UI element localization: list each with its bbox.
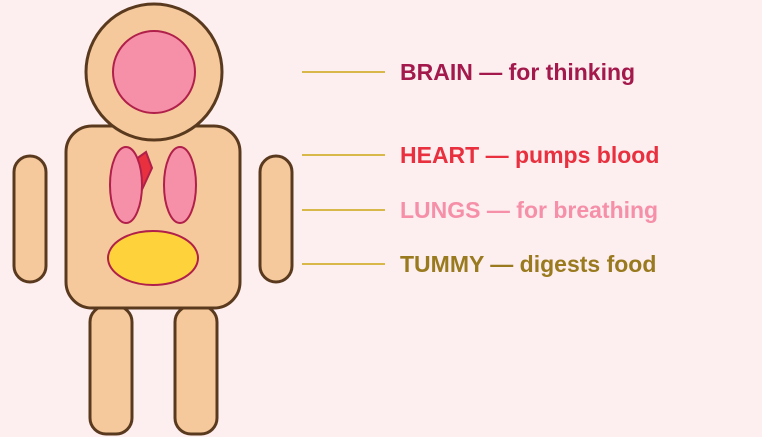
- heart-label: HEART — pumps blood: [400, 142, 659, 169]
- lungs-label: LUNGS — for breathing: [400, 197, 658, 224]
- brain-label: BRAIN — for thinking: [400, 59, 635, 86]
- brain-organ: [113, 31, 195, 113]
- left-leg: [90, 306, 132, 434]
- left-lung: [110, 147, 142, 223]
- right-arm: [260, 156, 292, 282]
- right-lung: [164, 147, 196, 223]
- right-leg: [175, 306, 217, 434]
- left-arm: [14, 156, 46, 282]
- tummy-label: TUMMY — digests food: [400, 251, 656, 278]
- tummy-organ: [108, 231, 198, 285]
